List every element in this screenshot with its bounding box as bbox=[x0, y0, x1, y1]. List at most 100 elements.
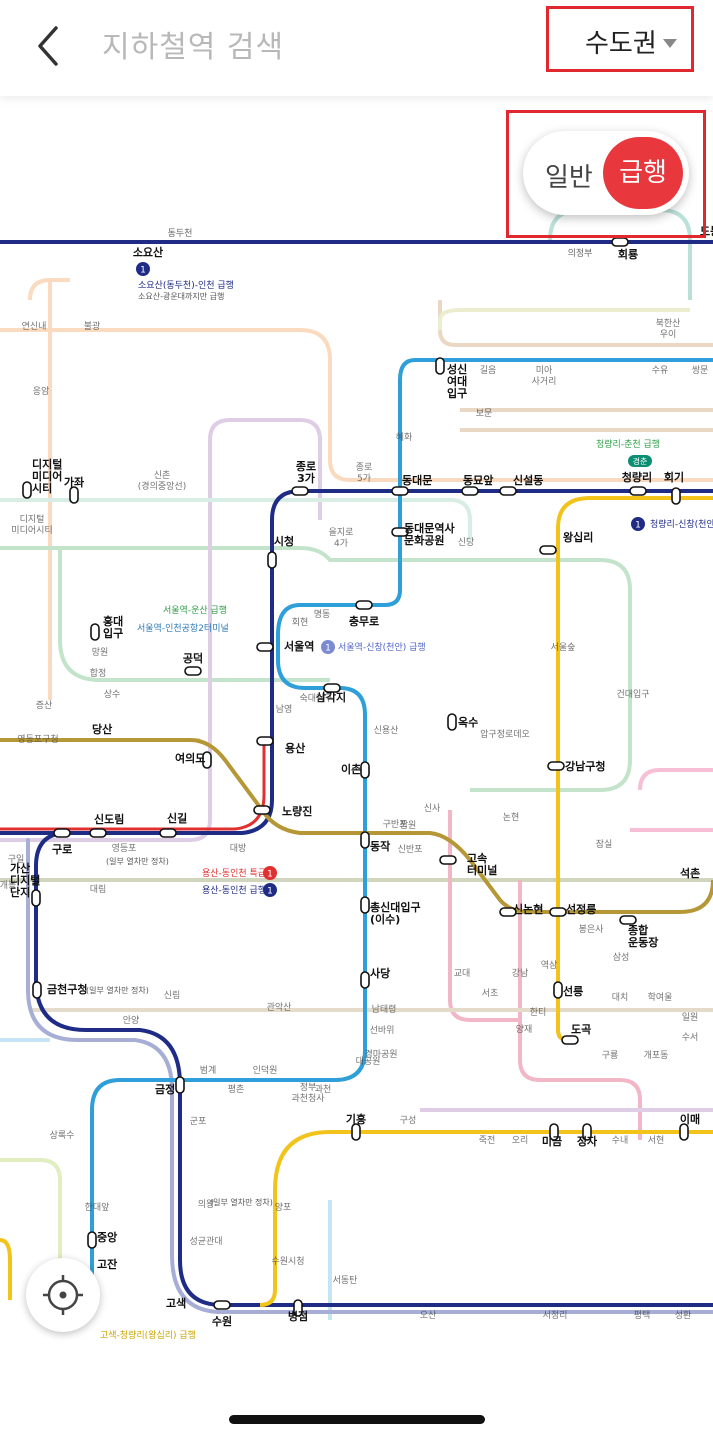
station-label-dangsan[interactable]: 당산 bbox=[92, 722, 112, 736]
faint-station-seoulsup[interactable]: 서울숲 bbox=[551, 642, 576, 653]
station-marker-samgakji[interactable] bbox=[323, 683, 341, 693]
faint-station-nonhyeon[interactable]: 논현 bbox=[503, 812, 520, 823]
station-marker-sinseol[interactable] bbox=[499, 486, 517, 496]
station-marker-chongshin[interactable] bbox=[360, 896, 370, 914]
faint-station-sinbanpo[interactable]: 신반포 bbox=[398, 844, 423, 855]
faint-station-suseo[interactable]: 수서 bbox=[682, 1032, 699, 1043]
faint-station-hanyang[interactable]: 한대앞 bbox=[85, 1201, 110, 1213]
station-marker-seolleung[interactable] bbox=[553, 981, 563, 999]
locate-me-button[interactable] bbox=[26, 1258, 100, 1332]
station-label-chungmuro[interactable]: 충무로 bbox=[349, 614, 379, 628]
station-marker-gosok[interactable] bbox=[439, 855, 457, 865]
station-label-seolleung[interactable]: 선릉 bbox=[563, 984, 583, 998]
station-label-hoeryong[interactable]: 회룡 bbox=[618, 247, 638, 261]
faint-station-sinsa[interactable]: 신사 bbox=[424, 803, 441, 814]
faint-station-gireum[interactable]: 길음 bbox=[480, 365, 497, 376]
faint-station-bomun[interactable]: 보문 bbox=[476, 408, 493, 419]
faint-station-hanti[interactable]: 한티 bbox=[530, 1007, 547, 1018]
faint-station-yeongdeungpo[interactable]: 영등포 bbox=[112, 843, 137, 854]
faint-station-ori[interactable]: 오리 bbox=[512, 1135, 529, 1146]
station-label-yeouido[interactable]: 여의도 bbox=[175, 751, 205, 765]
station-marker-dongmyo[interactable] bbox=[461, 486, 479, 496]
station-label-jungang[interactable]: 중앙 bbox=[97, 1231, 117, 1244]
faint-station-gueui[interactable]: 구룡 bbox=[602, 1050, 619, 1061]
station-marker-seoul[interactable] bbox=[256, 642, 274, 652]
station-marker-yeouido[interactable] bbox=[202, 751, 212, 769]
faint-station-yeongdeungpogu[interactable]: 영등포구청 bbox=[17, 734, 58, 745]
station-label-singil[interactable]: 신길 bbox=[167, 811, 187, 825]
station-marker-suwon[interactable] bbox=[213, 1300, 231, 1310]
station-marker-imae[interactable] bbox=[679, 1123, 689, 1141]
faint-station-hapjeong[interactable]: 합정 bbox=[90, 668, 107, 679]
station-marker-gajwa[interactable] bbox=[69, 486, 79, 504]
station-label-imae[interactable]: 이매 bbox=[680, 1112, 700, 1126]
station-marker-hoeryong[interactable] bbox=[611, 237, 629, 247]
station-label-dongducheon[interactable]: 동두천 bbox=[168, 228, 193, 239]
station-label-gangnamgu[interactable]: 강남구청 bbox=[565, 759, 605, 773]
faint-station-gusung[interactable]: 구성 bbox=[400, 1115, 417, 1126]
faint-station-jeongsin[interactable]: 신용산 bbox=[374, 725, 399, 736]
faint-station-pyeongchon[interactable]: 평촌 bbox=[228, 1084, 245, 1095]
station-marker-seongsin[interactable] bbox=[435, 357, 445, 375]
station-label-sadang[interactable]: 사당 bbox=[370, 966, 390, 980]
faint-station-yangjae[interactable]: 양재 bbox=[516, 1024, 533, 1035]
station-label-migeum[interactable]: 미금 bbox=[542, 1134, 562, 1148]
station-search-title[interactable]: 지하철역 검색 bbox=[102, 30, 285, 65]
back-arrow-icon[interactable] bbox=[28, 24, 68, 68]
station-marker-sadang[interactable] bbox=[360, 971, 370, 989]
station-marker-sicheong[interactable] bbox=[267, 551, 277, 569]
faint-station-sangnoksu[interactable]: 상록수 bbox=[50, 1130, 75, 1141]
faint-station-gyodae[interactable]: 교대 bbox=[454, 968, 471, 979]
station-label-oksu[interactable]: 옥수 bbox=[458, 716, 478, 729]
station-marker-geumjeong[interactable] bbox=[175, 1076, 185, 1094]
faint-station-uiwang[interactable]: 의왕 bbox=[198, 1199, 215, 1210]
faint-station-ssangmun[interactable]: 쌍문 bbox=[692, 365, 709, 376]
faint-station-gunpo[interactable]: 군포 bbox=[190, 1116, 207, 1127]
faint-station-indeogwon[interactable]: 인덕원 bbox=[253, 1065, 278, 1076]
station-marker-hongdae[interactable] bbox=[90, 623, 100, 641]
station-marker-wangsimni[interactable] bbox=[539, 545, 557, 555]
station-label-sinnonhyeon[interactable]: 신논현 bbox=[513, 902, 543, 916]
station-marker-ichon[interactable] bbox=[360, 761, 370, 779]
station-label-geumcheon[interactable]: 금천구청 bbox=[47, 982, 87, 996]
faint-station-apgujeong[interactable]: 압구정로데오 bbox=[480, 728, 530, 740]
station-marker-sindorim[interactable] bbox=[89, 828, 107, 838]
faint-station-daegongwon[interactable]: 대공원 bbox=[356, 1056, 381, 1067]
faint-station-seocho[interactable]: 서초 bbox=[482, 988, 499, 999]
station-marker-dogok[interactable] bbox=[561, 1035, 579, 1045]
faint-station-gaebong[interactable]: 개봉 bbox=[0, 880, 16, 891]
faint-station-hakyeoul[interactable]: 학여울 bbox=[648, 991, 673, 1003]
station-marker-jonghap[interactable] bbox=[619, 915, 637, 925]
station-label-yongsan[interactable]: 용산 bbox=[285, 741, 305, 755]
station-marker-guro[interactable] bbox=[53, 828, 71, 838]
faint-station-osan[interactable]: 오산 bbox=[420, 1310, 437, 1321]
express-toggle[interactable]: 일반 급행 bbox=[523, 131, 689, 215]
station-label-chongshin[interactable]: 총신대입구(이수) bbox=[370, 900, 421, 926]
faint-station-namyeong[interactable]: 남영 bbox=[276, 704, 293, 715]
faint-station-guil[interactable]: 구일 bbox=[8, 854, 25, 865]
station-label-wangsimni[interactable]: 왕십리 bbox=[563, 530, 593, 544]
home-indicator[interactable] bbox=[229, 1415, 485, 1424]
faint-station-myeongdong[interactable]: 명동 bbox=[314, 609, 331, 620]
station-marker-dongdaemun[interactable] bbox=[391, 486, 409, 496]
station-label-gosaek[interactable]: 고색 bbox=[166, 1296, 186, 1310]
station-label-gajwa[interactable]: 가좌 bbox=[64, 475, 84, 489]
faint-station-gubanpo[interactable]: 구반포 bbox=[383, 819, 408, 830]
station-marker-gongdeok[interactable] bbox=[184, 666, 202, 676]
faint-station-sookmyung[interactable]: 숙대입구 bbox=[299, 692, 332, 704]
station-marker-yongsan[interactable] bbox=[256, 736, 274, 746]
faint-station-yeoksam[interactable]: 역삼 bbox=[541, 960, 558, 971]
station-label-uijeongbu[interactable]: 의정부 bbox=[568, 248, 593, 259]
faint-station-beomgye[interactable]: 범계 bbox=[200, 1064, 217, 1076]
station-marker-jeongja[interactable] bbox=[582, 1123, 592, 1141]
station-marker-migeum[interactable] bbox=[549, 1123, 559, 1141]
station-marker-jongno3ga[interactable] bbox=[291, 486, 309, 496]
faint-station-sinchon[interactable]: 신촌(경의중앙선) bbox=[138, 470, 186, 492]
faint-station-daebang[interactable]: 대방 bbox=[230, 843, 247, 854]
station-label-seonjeongneung[interactable]: 선정릉 bbox=[566, 902, 596, 916]
